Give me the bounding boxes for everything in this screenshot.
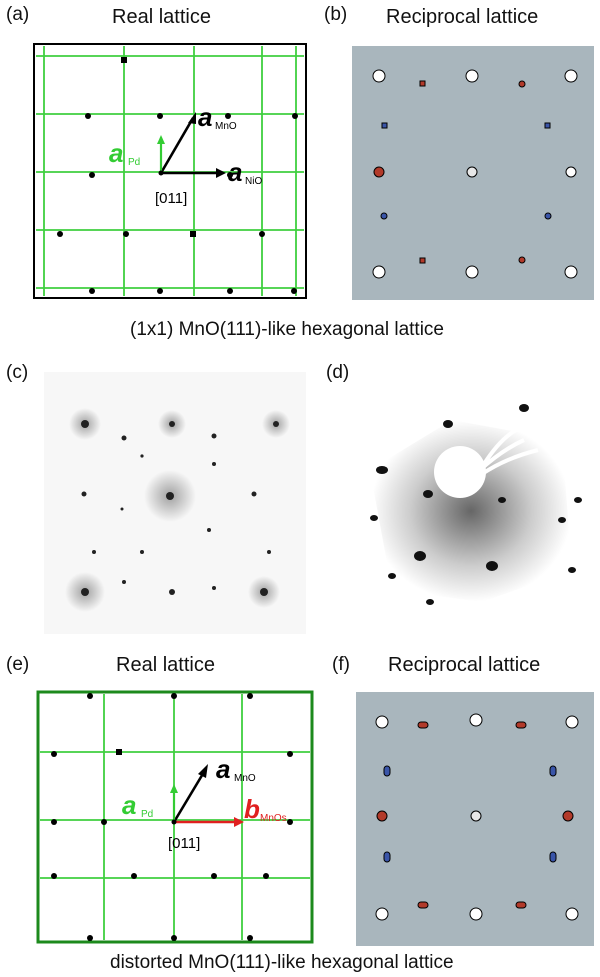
panel-a-title: Real lattice bbox=[112, 6, 211, 28]
reciprocal-lattice-diagram-f bbox=[356, 692, 594, 946]
spots-f bbox=[375, 713, 579, 921]
label-e-b-sub: MnOs bbox=[260, 813, 287, 824]
beam-stop bbox=[434, 446, 486, 498]
label-a-nio-sub: NiO bbox=[245, 176, 262, 187]
vector-e-pd-arrowhead bbox=[170, 784, 178, 793]
atoms-a bbox=[57, 57, 298, 294]
atoms-e bbox=[51, 693, 293, 941]
diffraction-image-c bbox=[44, 372, 306, 634]
label-a-pd-main: a bbox=[109, 138, 123, 168]
spots-c bbox=[65, 408, 290, 612]
label-a-nio-main: a bbox=[228, 157, 242, 187]
panel-label-b: (b) bbox=[324, 4, 348, 25]
panel-label-f: (f) bbox=[332, 654, 350, 675]
vector-a-mno-arrowhead bbox=[188, 112, 196, 124]
vector-e-mno-arrow bbox=[172, 771, 206, 823]
real-lattice-diagram-e: a MnO a Pd b MnOs [011] bbox=[36, 690, 314, 944]
panel-label-a: (a) bbox=[6, 4, 30, 25]
vector-a-nio-arrowhead bbox=[216, 168, 226, 178]
real-lattice-diagram-a: a MnO a Pd a NiO [011] bbox=[33, 43, 307, 299]
spots-b bbox=[372, 69, 578, 279]
vector-a-mno-arrow bbox=[159, 117, 195, 174]
spots-d bbox=[370, 404, 582, 605]
label-a-mno-main: a bbox=[198, 102, 212, 132]
panel-e-title: Real lattice bbox=[116, 654, 215, 676]
vector-e-b-arrowhead bbox=[234, 817, 244, 827]
label-e-direction: [011] bbox=[168, 835, 200, 852]
panel-label-d: (d) bbox=[326, 362, 350, 383]
vector-a-pd-arrowhead bbox=[157, 135, 165, 144]
caption-bottom: distorted MnO(111)-like hexagonal lattic… bbox=[110, 952, 454, 973]
diffraction-image-d bbox=[352, 390, 594, 612]
label-e-pd-main: a bbox=[122, 790, 136, 820]
green-grid-a bbox=[36, 46, 304, 296]
label-e-pd-sub: Pd bbox=[141, 809, 153, 820]
label-a-mno-sub: MnO bbox=[215, 121, 237, 132]
caption-top: (1x1) MnO(111)-like hexagonal lattice bbox=[130, 319, 444, 340]
label-e-mno-main: a bbox=[216, 754, 230, 784]
reciprocal-lattice-diagram-b bbox=[352, 46, 594, 300]
panel-b-title: Reciprocal lattice bbox=[386, 6, 539, 28]
label-a-direction: [011] bbox=[155, 190, 187, 207]
label-e-mno-sub: MnO bbox=[234, 773, 256, 784]
panel-f-title: Reciprocal lattice bbox=[388, 654, 541, 676]
vector-e-mno-arrowhead bbox=[198, 764, 208, 778]
panel-label-e: (e) bbox=[6, 654, 30, 675]
label-a-pd-sub: Pd bbox=[128, 157, 140, 168]
label-e-b-main: b bbox=[244, 794, 260, 824]
panel-label-c: (c) bbox=[6, 362, 29, 383]
